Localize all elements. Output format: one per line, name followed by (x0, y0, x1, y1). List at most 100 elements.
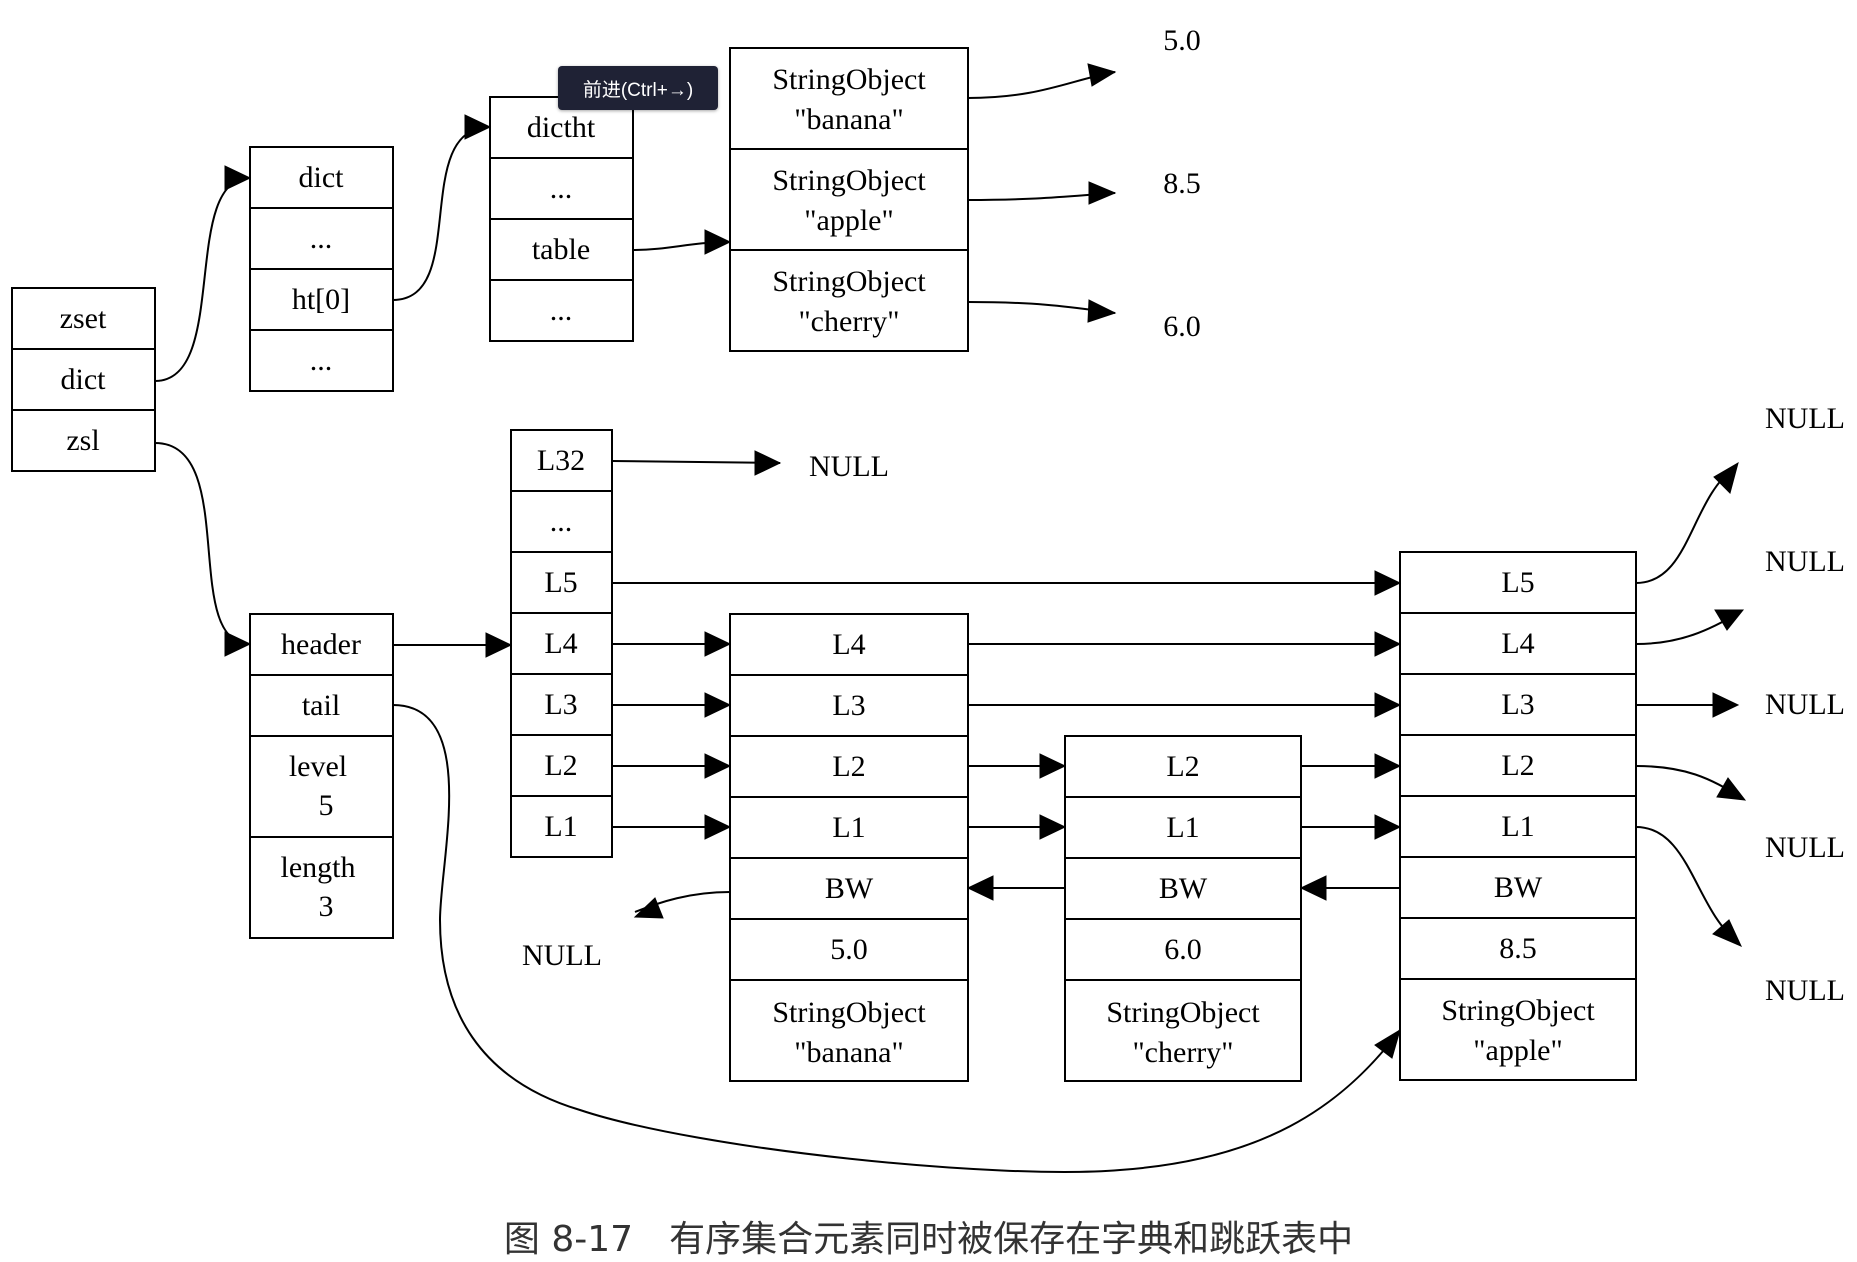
skiplist-node-cherry: L2 L1 BW 6.0 StringObject "cherry" (1064, 735, 1302, 1082)
arrowhead-header-l5 (1374, 570, 1402, 596)
arrowhead-banana-l3 (1374, 692, 1402, 718)
zskiplist-level-value: 5 (319, 789, 334, 822)
node-apple-l4-label: L4 (1501, 627, 1534, 660)
header-level-l5 (510, 551, 613, 614)
dictht-ellipsis-1: ... (550, 172, 573, 205)
hash-table-entries: StringObject "banana" StringObject "appl… (729, 24, 1201, 352)
arrowhead-table-banana (1087, 63, 1117, 87)
null-labels: NULL NULL NULL NULL NULL NULL NULL (522, 402, 1845, 1007)
node-cherry-obj (1064, 979, 1302, 1082)
edge-l32-null (611, 460, 781, 464)
header-level-l32 (510, 429, 613, 492)
zskiplist-struct: header tail level 5 length 3 (249, 613, 394, 939)
dictht-table-cell (489, 218, 634, 281)
skiplist-node-banana: L4 L3 L2 L1 BW 5.0 StringObject "banana" (729, 613, 969, 1082)
node-banana-obj (729, 979, 969, 1082)
edge-zset-zsl (154, 442, 251, 645)
node-banana-l2 (729, 735, 969, 798)
table-score-banana: 5.0 (1163, 24, 1201, 57)
zset-title: zset (60, 302, 107, 335)
arrowhead-header-l4 (704, 631, 732, 657)
arrowhead-table-cherry (1087, 299, 1117, 323)
node-apple-l5-label: L5 (1501, 566, 1534, 599)
arrowhead-zset-dict (224, 165, 252, 191)
node-banana-l2-label: L2 (832, 750, 865, 783)
zset-dict-cell (11, 348, 156, 411)
table-score-cherry: 6.0 (1163, 310, 1201, 343)
header-level-l1-label: L1 (544, 810, 577, 843)
arrowhead-banana-bw-null (633, 897, 664, 919)
forward-tooltip: 前进(Ctrl+→) (558, 66, 718, 110)
node-banana-l4-label: L4 (832, 628, 865, 661)
node-banana-bw-label: BW (825, 872, 874, 905)
node-banana-l3 (729, 674, 969, 737)
node-apple-l4 (1399, 612, 1637, 675)
zskiplist-tail-field: tail (302, 689, 340, 722)
dict-struct: dict ... ht[0] ... (249, 146, 394, 392)
header-level-ellipsis (510, 490, 613, 553)
arrowhead-header-headernode (485, 632, 513, 658)
header-level-l32-label: L32 (537, 444, 585, 477)
node-banana-obj-value: "banana" (794, 1036, 903, 1069)
zskiplist-length-value: 3 (319, 890, 334, 923)
null-label-apple-l4: NULL (1765, 545, 1845, 578)
arrowhead-cherry-bw (966, 875, 994, 901)
node-apple-obj-value: "apple" (1473, 1034, 1562, 1067)
node-cherry-obj-value: "cherry" (1132, 1036, 1233, 1069)
arrowhead-banana-l2 (1039, 753, 1067, 779)
arrowhead-apple-l4-null (1714, 609, 1745, 631)
header-level-l3 (510, 673, 613, 736)
node-banana-obj-type: StringObject (772, 996, 926, 1029)
header-level-l4 (510, 612, 613, 675)
zskiplist-level-cell (249, 735, 394, 838)
node-banana-l1 (729, 796, 969, 859)
arrowhead-header-l1 (704, 814, 732, 840)
zset-dict-field: dict (61, 363, 107, 396)
arrowhead-dictht-table (704, 229, 732, 255)
arrowhead-apple-bw (1299, 875, 1327, 901)
table-entry-banana (729, 47, 969, 150)
arrowhead-apple-l1-null (1712, 919, 1742, 947)
table-score-apple: 8.5 (1163, 167, 1201, 200)
arrowhead-banana-l4 (1374, 631, 1402, 657)
dict-ellipsis-cell-2 (249, 329, 394, 392)
null-label-l32: NULL (809, 450, 889, 483)
node-cherry-l2-label: L2 (1166, 750, 1199, 783)
node-banana-score-label: 5.0 (830, 933, 868, 966)
skiplist-header-node: L32 ... L5 L4 L3 L2 L1 (510, 429, 613, 858)
zskiplist-length-label: length (281, 851, 356, 884)
node-cherry-l1-label: L1 (1166, 811, 1199, 844)
node-apple-l3-label: L3 (1501, 688, 1534, 721)
null-label-apple-l3: NULL (1765, 688, 1845, 721)
arrowhead-apple-l3-null (1712, 692, 1740, 718)
zskiplist-length-cell (249, 836, 394, 939)
arrowhead-header-l2 (704, 753, 732, 779)
node-apple-obj (1399, 978, 1637, 1081)
zskiplist-level-label: level (289, 750, 347, 783)
header-level-ellipsis-label: ... (550, 505, 573, 538)
edge-apple-l5-null (1635, 466, 1736, 584)
header-level-l3-label: L3 (544, 688, 577, 721)
null-label-apple-l5: NULL (1765, 402, 1845, 435)
zset-zsl-field: zsl (66, 424, 99, 457)
edge-apple-l1-null (1635, 826, 1739, 943)
edge-dict-ht0 (392, 126, 491, 301)
zset-title-cell (11, 287, 156, 350)
null-label-apple-l1: NULL (1765, 974, 1845, 1007)
node-apple-l1-label: L1 (1501, 810, 1534, 843)
dict-ht0-cell (249, 268, 394, 331)
zskiplist-header-field: header (281, 628, 361, 661)
skiplist-node-apple: L5 L4 L3 L2 L1 BW 8.5 StringObject "appl… (1399, 551, 1637, 1081)
arrowhead-header-l3 (704, 692, 732, 718)
null-label-apple-l2: NULL (1765, 831, 1845, 864)
dict-ellipsis-1: ... (310, 222, 333, 255)
arrowhead-apple-l5-null (1713, 461, 1739, 494)
node-apple-l3 (1399, 673, 1637, 736)
node-cherry-score (1064, 918, 1302, 981)
arrowhead-l32-null (754, 450, 782, 476)
dict-title: dict (299, 161, 345, 194)
node-cherry-bw-label: BW (1159, 872, 1208, 905)
zskiplist-tail-cell (249, 674, 394, 737)
node-banana-l3-label: L3 (832, 689, 865, 722)
table-entry-cherry-type: StringObject (772, 265, 926, 298)
